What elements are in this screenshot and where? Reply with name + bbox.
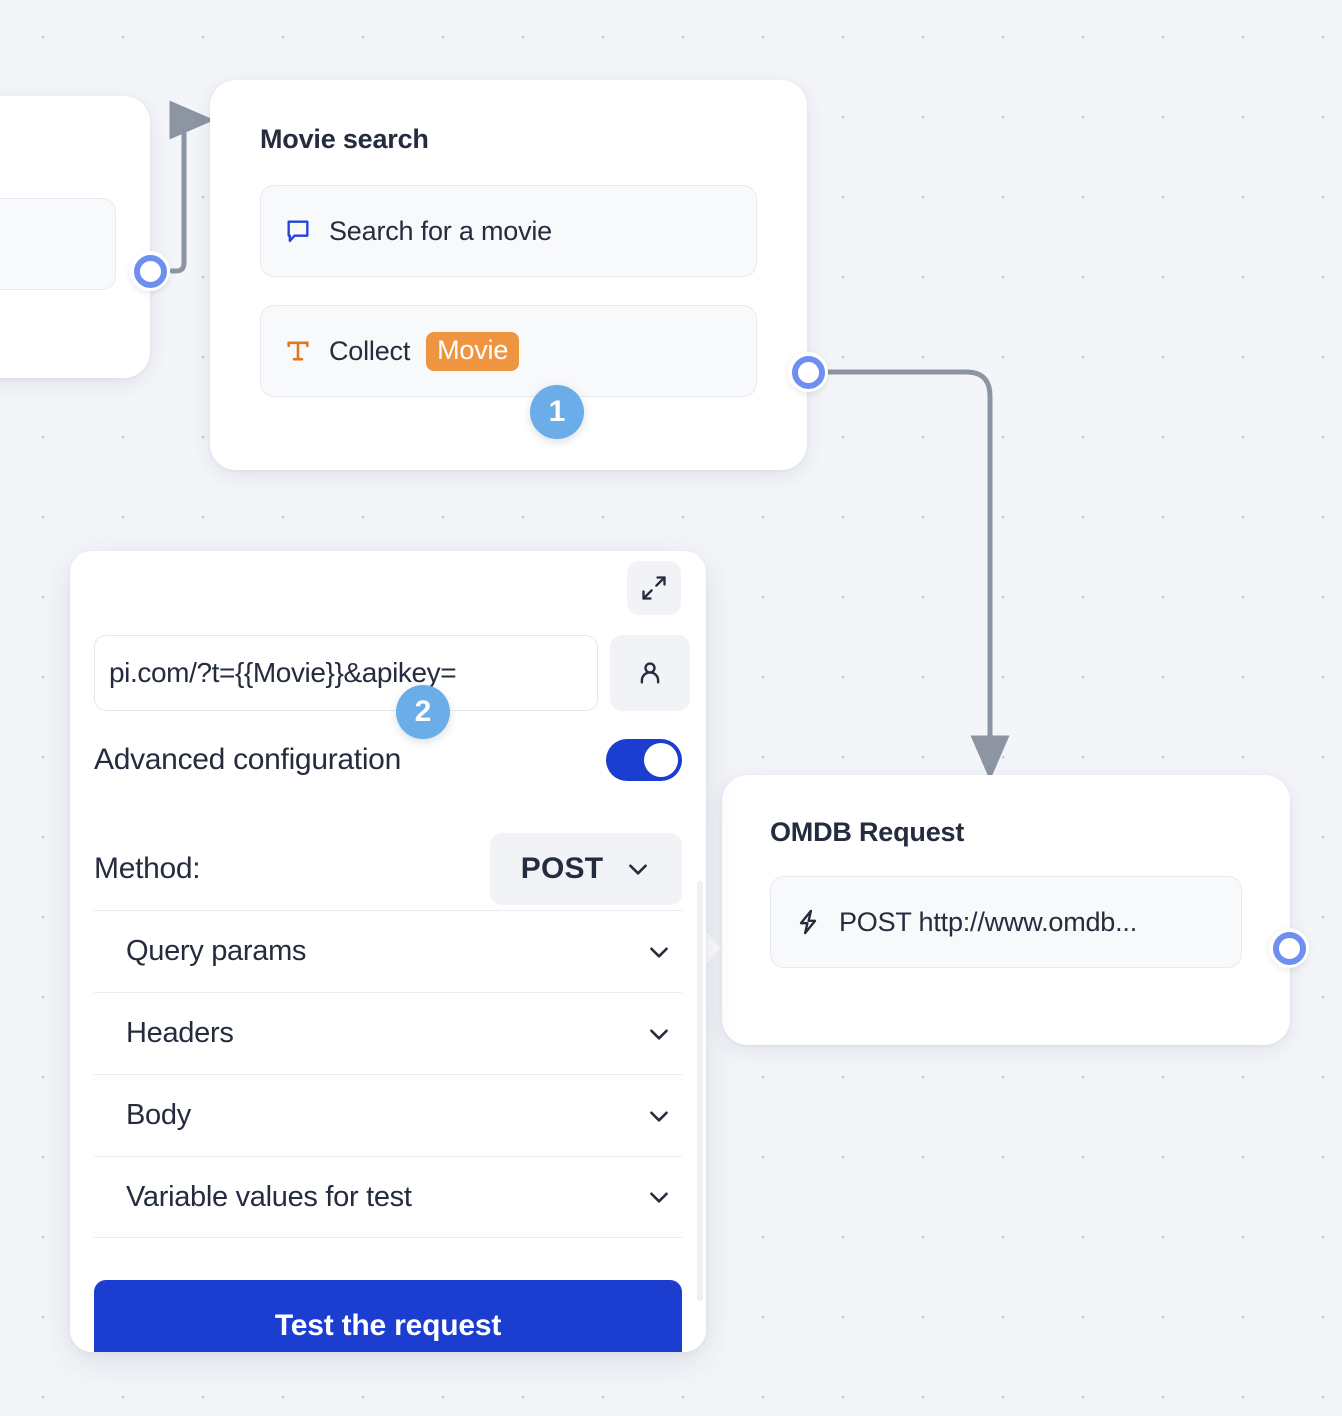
node-card-omdb-request[interactable]: OMDB Request POST http://www.omdb... [722,775,1290,1045]
method-label: Method: [94,852,201,885]
node-row-search-for-a-movie[interactable]: Search for a movie [260,185,757,277]
edge-movie-search-to-omdb [825,369,1010,781]
method-select[interactable]: POST [490,833,682,905]
accordion-label: Headers [126,1017,234,1049]
chevron-down-icon [646,1021,672,1047]
url-input[interactable]: pi.com/?t={{Movie}}&apikey= [94,635,598,711]
expand-diagonal-icon[interactable] [627,561,681,615]
node-row-post-request[interactable]: POST http://www.omdb... [770,876,1242,968]
panel-scrollbar[interactable] [697,881,703,1301]
node-row-stub[interactable] [0,198,116,290]
accordion-label: Variable values for test [126,1180,412,1213]
accordion-item-headers[interactable]: Headers [94,992,682,1074]
connector-port-partial-node-output[interactable] [130,251,170,291]
url-field-group[interactable]: pi.com/?t={{Movie}}&apikey= [94,635,690,711]
node-title-movie-search: Movie search [260,124,429,154]
accordion-label: Query params [126,935,307,967]
step-badge-1: 1 [530,385,584,439]
test-the-request-button[interactable]: Test the request [94,1280,682,1352]
accordion-item-variable-values-for-test[interactable]: Variable values for test [94,1156,682,1238]
method-row: Method: POST [94,833,682,905]
accordion-item-body[interactable]: Body [94,1074,682,1156]
node-card-partial[interactable] [0,96,150,378]
accordion-label: Body [126,1099,191,1131]
node-row-label: Search for a movie [329,215,552,246]
chevron-down-icon [646,1184,672,1210]
chevron-down-icon [646,939,672,965]
edge-partial-to-movie-search [169,100,215,274]
node-row-collect-movie[interactable]: Collect Movie [260,305,757,397]
node-card-movie-search[interactable]: Movie search Search for a movie Collect [210,80,807,470]
step-badge-2: 2 [396,685,450,739]
node-row-label: Collect [329,335,411,366]
advanced-configuration-toggle[interactable] [606,739,682,781]
method-value: POST [520,852,604,885]
request-sections-accordion: Query params Headers Body [94,910,682,1238]
lightning-bolt-icon [793,908,823,936]
request-config-panel[interactable]: pi.com/?t={{Movie}}&apikey= Advanced con… [70,551,706,1352]
person-icon[interactable] [610,635,690,711]
node-row-label: POST http://www.omdb... [839,906,1138,937]
accordion-item-query-params[interactable]: Query params [94,910,682,992]
connector-port-omdb-output[interactable] [1269,928,1309,968]
text-t-icon [283,337,313,365]
connector-port-movie-search-output[interactable] [788,352,828,392]
variable-chip-movie[interactable]: Movie [426,331,520,371]
node-title-omdb-request: OMDB Request [770,817,965,847]
chevron-down-icon [625,856,651,882]
speech-bubble-icon [283,217,313,245]
chevron-down-icon [646,1103,672,1129]
advanced-configuration-row[interactable]: Advanced configuration [94,739,682,781]
advanced-configuration-label: Advanced configuration [94,743,401,776]
